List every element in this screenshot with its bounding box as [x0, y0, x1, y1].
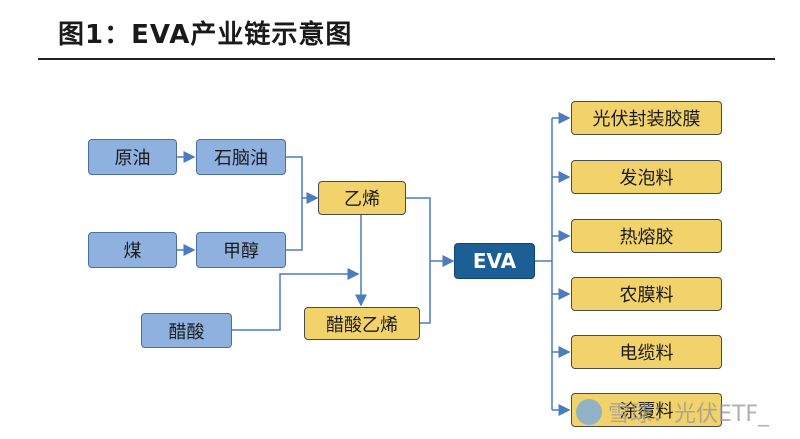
arrow-acetic-to-vinyl-acetate [232, 268, 360, 331]
bracket-to-eva [406, 197, 431, 324]
snowball-logo-icon [576, 399, 602, 425]
watermark: 雪球：光伏ETF_ [576, 396, 769, 428]
node-crude-oil: 原油 [88, 139, 177, 175]
node-coal: 煤 [88, 232, 177, 268]
node-hot-melt: 热熔胶 [571, 219, 722, 253]
node-cable: 电缆料 [571, 335, 722, 369]
node-ethylene: 乙烯 [318, 181, 406, 215]
node-agri-film: 农膜料 [571, 277, 722, 311]
node-foam: 发泡料 [571, 160, 722, 194]
node-eva: EVA [454, 243, 535, 279]
node-acetic-acid: 醋酸 [141, 313, 232, 348]
bracket-to-ethylene [286, 156, 303, 251]
page-title: 图1：EVA产业链示意图 [58, 20, 353, 50]
node-vinyl-acetate: 醋酸乙烯 [304, 307, 420, 340]
watermark-text: 雪球：光伏ETF_ [608, 402, 769, 427]
node-methanol: 甲醇 [196, 232, 286, 268]
title-divider [38, 58, 775, 60]
node-pv-encapsulant: 光伏封装胶膜 [571, 101, 722, 135]
node-naphtha: 石脑油 [196, 139, 286, 175]
